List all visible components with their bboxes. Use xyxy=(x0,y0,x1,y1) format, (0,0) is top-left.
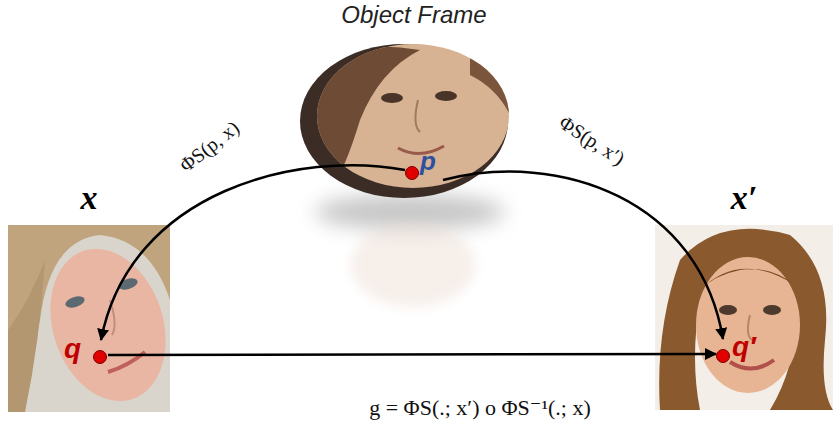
photo-hair xyxy=(8,260,45,412)
disc-hair xyxy=(470,48,512,120)
mapping-arrow xyxy=(108,354,716,355)
mapping-label: g = ΦS(.; x′) o ΦS⁻¹(.; x) xyxy=(366,395,594,420)
mapping-arrow xyxy=(101,165,405,340)
point-dot xyxy=(93,350,107,364)
photo-eye xyxy=(64,294,86,310)
point-label: q′ xyxy=(732,332,756,363)
point-p: p xyxy=(405,156,443,184)
mapping-arrow xyxy=(443,172,723,339)
photo-hair xyxy=(659,229,833,410)
disc-reflection xyxy=(351,223,475,307)
photo-fringe xyxy=(700,269,795,290)
point-dot xyxy=(716,349,730,363)
point-label: p xyxy=(420,147,436,176)
disc-eye xyxy=(381,93,403,103)
disc-face-features xyxy=(317,47,512,190)
photo-eye xyxy=(763,305,781,315)
image-frame: x′q′ xyxy=(655,225,833,410)
photo-background xyxy=(655,225,833,410)
photo-x xyxy=(8,225,170,412)
mapping-label: ΦS(p, x) xyxy=(173,114,246,178)
object-frame-disc xyxy=(300,44,512,198)
mapping-label: ΦS(p, x′) xyxy=(552,109,631,172)
disc-nose xyxy=(415,100,420,132)
photo-face xyxy=(32,234,170,412)
point-q: q xyxy=(62,340,108,370)
disc-hair xyxy=(317,47,420,190)
image-label: x′ xyxy=(655,179,833,216)
image-frame: xq xyxy=(8,225,170,412)
point-label: q xyxy=(64,334,81,365)
disc-eye xyxy=(435,91,457,101)
frame-title: Object Frame xyxy=(308,2,520,28)
photo-face xyxy=(696,257,800,393)
image-label: x xyxy=(8,179,170,216)
object-frame-disc: Object Framep xyxy=(308,42,520,197)
point-q-prime: q′ xyxy=(716,339,764,369)
photo-x-prime xyxy=(655,225,833,410)
photo-eye xyxy=(719,305,737,315)
point-dot xyxy=(405,166,419,180)
